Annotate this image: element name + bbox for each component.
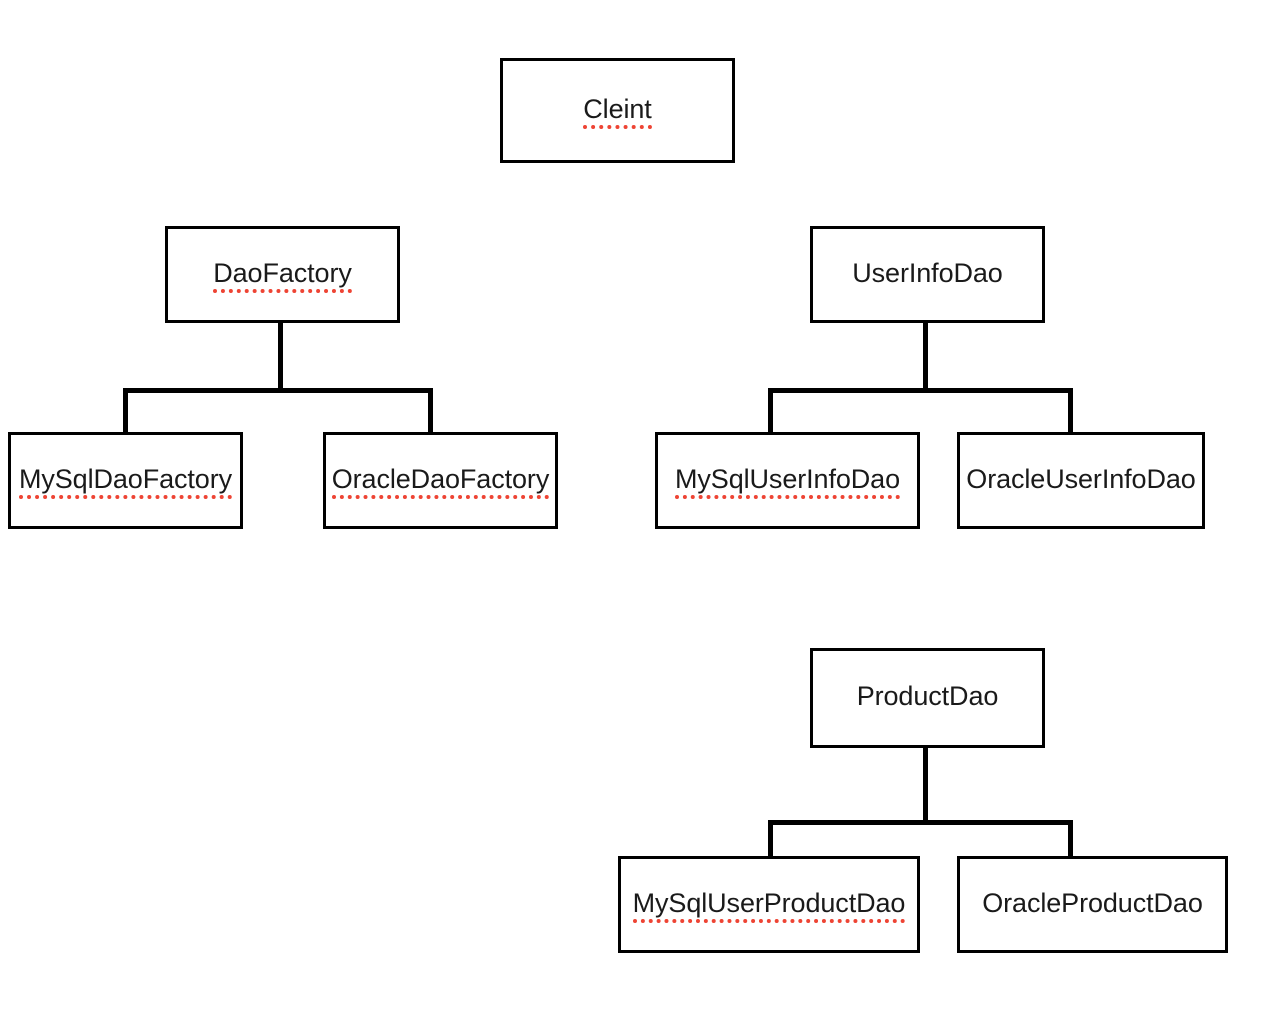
product-drop-left [768,820,773,860]
class-box-client[interactable]: Cleint [500,58,735,163]
class-name-oracle-dao-factory: OracleDaoFactory [331,463,550,499]
product-drop-right [1068,820,1073,860]
class-name-user-info-dao: UserInfoDao [852,257,1003,288]
class-box-oracle-user-info-dao[interactable]: OracleUserInfoDao [957,432,1205,529]
class-box-mysql-product-dao[interactable]: MySqlUserProductDao [618,856,920,953]
class-name-oracle-product-dao: OracleProductDao [982,887,1203,918]
class-box-dao-factory[interactable]: DaoFactory [165,226,400,323]
product-stem [923,748,928,824]
class-box-product-dao[interactable]: ProductDao [810,648,1045,748]
class-name-dao-factory: DaoFactory [213,257,352,293]
class-box-oracle-dao-factory[interactable]: OracleDaoFactory [323,432,558,529]
class-name-oracle-user-info-dao: OracleUserInfoDao [966,463,1196,494]
class-box-user-info-dao[interactable]: UserInfoDao [810,226,1045,323]
class-box-oracle-product-dao[interactable]: OracleProductDao [957,856,1228,953]
product-crossbar [768,820,1073,825]
user-info-drop-left [768,388,773,432]
class-box-mysql-dao-factory[interactable]: MySqlDaoFactory [8,432,243,529]
class-box-mysql-user-info-dao[interactable]: MySqlUserInfoDao [655,432,920,529]
dao-factory-crossbar [123,388,433,393]
dao-factory-stem [278,323,283,390]
user-info-crossbar [768,388,1073,393]
class-name-mysql-user-info-dao: MySqlUserInfoDao [675,463,900,499]
class-name-mysql-dao-factory: MySqlDaoFactory [18,463,233,499]
user-info-stem [923,323,928,390]
class-name-mysql-product-dao: MySqlUserProductDao [632,887,906,923]
class-name-client: Cleint [583,93,653,129]
dao-factory-drop-right [428,388,433,432]
dao-factory-drop-left [123,388,128,432]
user-info-drop-right [1068,388,1073,432]
class-name-product-dao: ProductDao [856,681,999,711]
